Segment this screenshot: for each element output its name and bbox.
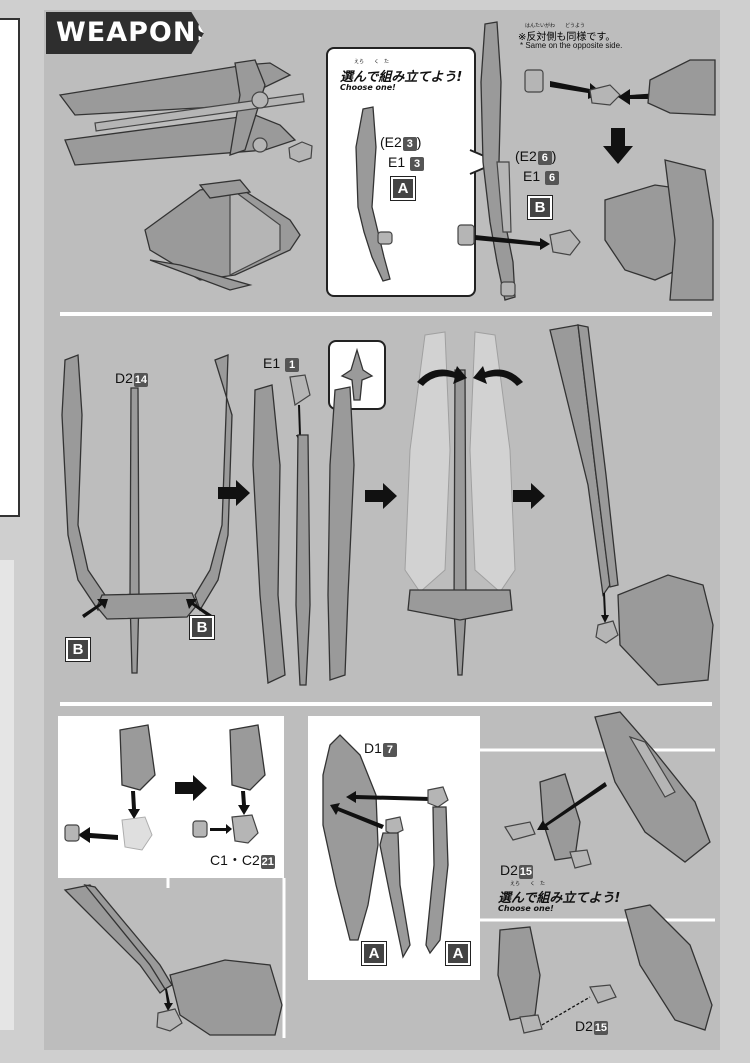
left-margin-tab (0, 18, 20, 517)
hand-attach-illustration (524, 59, 716, 116)
sword-in-hand-illustration (549, 324, 714, 686)
code-e1-a: E1 3 (388, 154, 425, 171)
divider-1 (60, 312, 712, 316)
blade-left-illustration (61, 354, 106, 612)
squeeze-arrows-icon (417, 366, 523, 386)
right-arrow-icon-4 (175, 775, 207, 801)
mech-arm-illustration (457, 159, 714, 301)
step4-frame-lines (480, 748, 715, 922)
note-jp: ※反対側も同様です。 (518, 32, 616, 43)
right-arrow-icon-2 (365, 483, 397, 509)
badge-b: B (527, 195, 553, 220)
shield-on-arm-illustration-b (497, 904, 713, 1034)
badge-b-left: B (65, 637, 91, 662)
code-e1-b: E1 6 (523, 168, 560, 185)
forearm-illustration (64, 724, 156, 851)
tip-detail-illustration (340, 347, 374, 401)
sword-a-illustration (355, 106, 393, 282)
right-arrow-icon-3 (513, 483, 545, 509)
shield-parts-illustration (322, 734, 449, 959)
badge-b-right: B (189, 615, 215, 640)
choose-ruby: えら く た (354, 59, 390, 65)
code-e1-1: E1 1 (263, 355, 300, 372)
badge-a: A (390, 176, 416, 201)
hand-part-illustration (288, 141, 313, 163)
divider-2 (60, 702, 712, 706)
sword-b-illustration (480, 21, 516, 301)
badge-a-left: A (361, 941, 387, 966)
sword-assembly-illustration (252, 374, 355, 686)
choose-jp-2: 選んで組み立てよう! (498, 891, 621, 906)
forearm-hand-illustration (192, 724, 266, 844)
shield-on-arm-illustration-a (504, 711, 711, 869)
left-margin-strip (0, 560, 14, 1030)
merged-blade-illustration (404, 331, 516, 676)
section-title: WEAPONS (46, 12, 204, 54)
choose-en: Choose one! (340, 83, 396, 92)
note-ruby: はんたいがわ どうよう (525, 23, 586, 29)
choose-en-2: Choose one! (498, 904, 554, 913)
right-arrow-icon (218, 480, 250, 506)
badge-a-right: A (445, 941, 471, 966)
note-en: * Same on the opposite side. (520, 41, 623, 50)
down-arrow-icon (603, 128, 633, 164)
hilt-assembly-illustration (82, 592, 212, 620)
sword-blades-illustration (58, 59, 305, 166)
choose-jp: 選んで組み立てよう! (340, 70, 463, 85)
shield-illustration (144, 179, 301, 291)
panel-frame-lines (166, 878, 286, 1038)
sword-held-illustration (63, 884, 283, 1036)
choose-ruby-2: えら く た (510, 881, 546, 887)
